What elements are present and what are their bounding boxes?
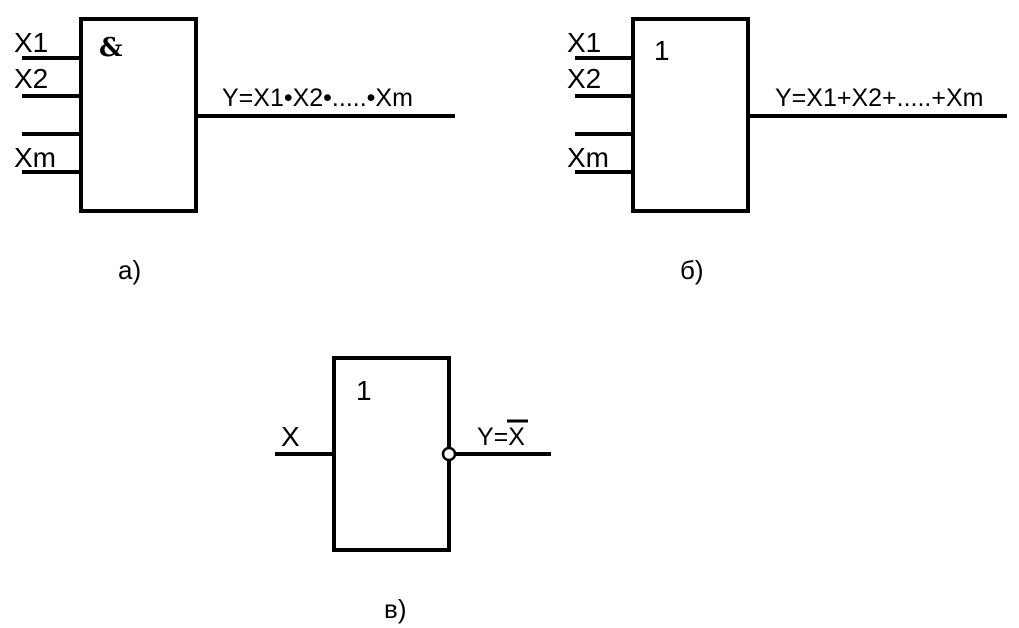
- or-gate-symbol: 1: [654, 35, 670, 66]
- and-output-expression: Y=X1•X2•.....•Xm: [222, 84, 413, 112]
- and-input-label-2: X2: [14, 63, 48, 94]
- or-output-expression: Y=X1+X2+.....+Xm: [775, 84, 983, 112]
- not-input-label: X: [281, 421, 300, 452]
- or-gate-group: 1 X1 X2 Xm Y=X1+X2+.....+Xm б): [567, 17, 1007, 285]
- and-input-label-m: Xm: [14, 142, 56, 173]
- not-gate-symbol: 1: [356, 375, 372, 406]
- or-input-label-m: Xm: [567, 142, 609, 173]
- inversion-bubble: [441, 446, 457, 462]
- not-output-prefix: Y=: [477, 423, 508, 451]
- or-input-label-2: X2: [567, 63, 601, 94]
- and-gate-box: [79, 17, 198, 213]
- not-gate-group: 1 X Y=X в): [275, 356, 551, 624]
- not-caption: в): [384, 594, 406, 624]
- and-gate-group: & X1 X2 Xm Y=X1•X2•.....•Xm а): [14, 17, 455, 285]
- or-caption: б): [680, 255, 704, 285]
- not-gate-box: [332, 356, 451, 552]
- and-caption: а): [118, 255, 141, 285]
- and-gate-symbol: &: [99, 33, 122, 63]
- and-input-label-1: X1: [14, 27, 48, 58]
- not-output-expression: Y=X: [477, 423, 525, 451]
- not-output-variable: X: [508, 423, 525, 451]
- or-input-label-1: X1: [567, 27, 601, 58]
- or-gate-box: [631, 17, 750, 213]
